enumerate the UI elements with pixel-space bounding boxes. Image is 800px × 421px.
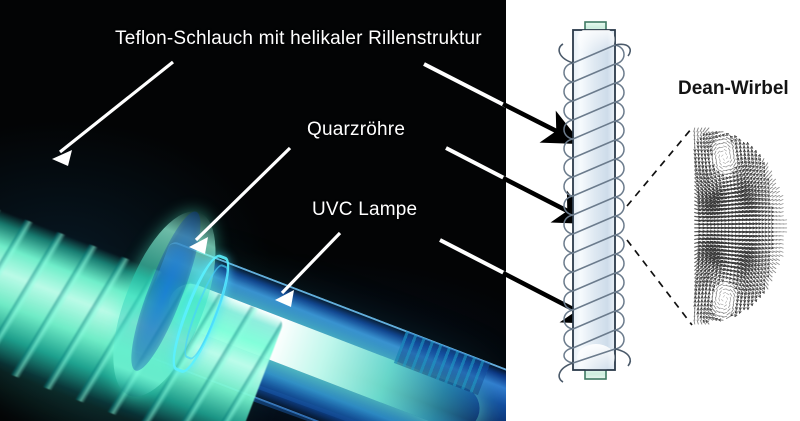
label-uvc-lamp: UVC Lampe xyxy=(312,199,418,220)
helix-right-loops xyxy=(614,44,625,350)
helix-left-loops xyxy=(563,62,574,364)
arrow-quartz xyxy=(501,175,594,225)
helix-free-ends xyxy=(558,43,631,383)
tube-cap-top xyxy=(584,21,607,33)
helix-front-strands xyxy=(572,44,616,364)
tube-body xyxy=(572,29,616,371)
tube-cap-bottom xyxy=(584,367,607,380)
dean-vortex-vector-field xyxy=(693,127,788,325)
vortex-callout-lines xyxy=(626,127,693,326)
label-quartz-tube: Quarzröhre xyxy=(307,119,406,140)
label-teflon-hose: Teflon-Schlauch mit helikaler Rillenstru… xyxy=(115,28,482,49)
uvc-reactor-photograph xyxy=(0,0,506,421)
arrow-uvc xyxy=(501,270,603,325)
schematic-arrows xyxy=(501,101,603,325)
arrow-teflon xyxy=(501,101,583,145)
helical-tube-schematic xyxy=(558,21,631,383)
label-dean-vortex: Dean-Wirbel xyxy=(678,78,789,99)
